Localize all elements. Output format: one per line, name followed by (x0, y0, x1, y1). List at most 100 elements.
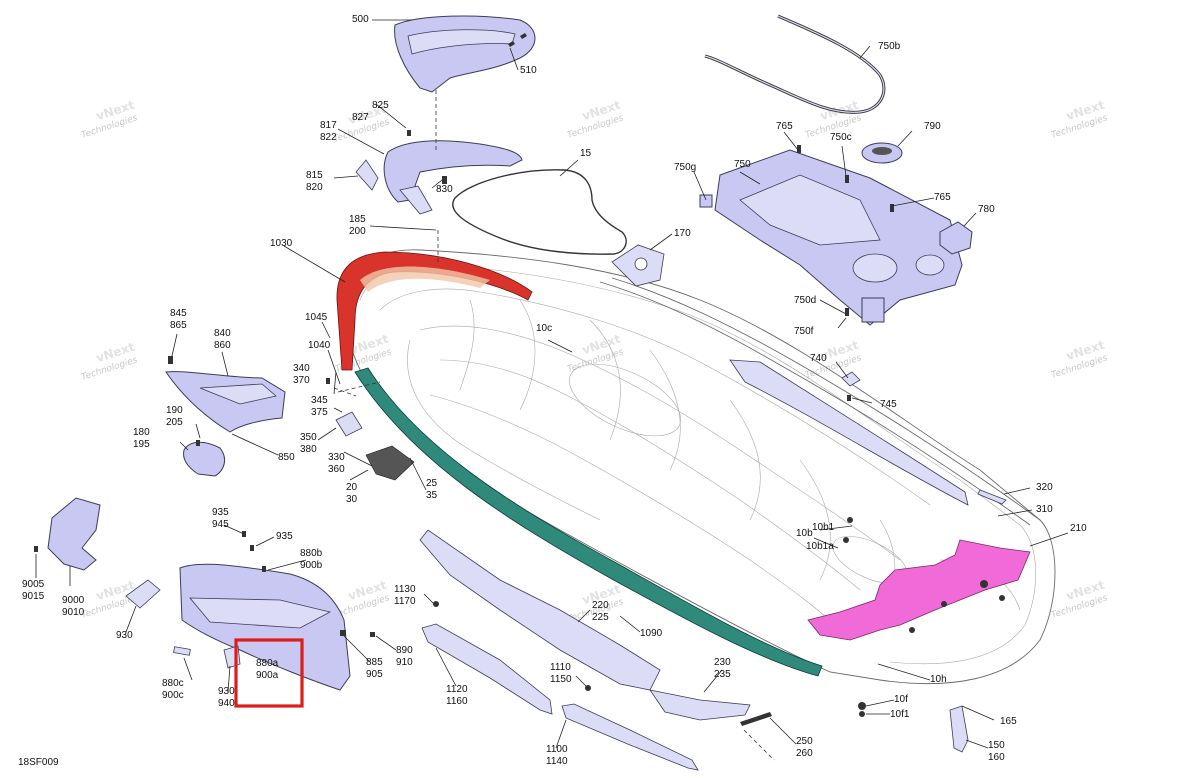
strake-1120 (421, 623, 553, 715)
part-label-165: 165 (1000, 716, 1017, 727)
side-panel-inner (199, 383, 277, 405)
part-label-1045: 1045 (305, 312, 328, 323)
part-label-20: 20 (346, 482, 358, 493)
part-label-370: 370 (293, 375, 310, 386)
part-label-880c: 880c (162, 678, 184, 689)
part-label-9000: 9000 (62, 595, 85, 606)
part-label-190: 190 (166, 405, 183, 416)
screw-icon (797, 145, 894, 401)
part-label-10b: 10b (796, 528, 813, 539)
part-label-375: 375 (311, 407, 328, 418)
part-label-750f: 750f (794, 326, 814, 337)
part-label-9005: 9005 (22, 579, 45, 590)
bracket-180 (183, 441, 226, 477)
rail-line (599, 281, 1031, 526)
bracket-330 (365, 445, 415, 481)
pad-230 (649, 689, 751, 721)
screw-icon (407, 130, 411, 136)
rail-line (611, 277, 1041, 521)
part-label-380: 380 (300, 444, 317, 455)
part-label-880b: 880b (300, 548, 323, 559)
part-label-880a: 880a (256, 658, 279, 669)
screw-icon (508, 41, 515, 47)
part-label-220: 220 (592, 600, 609, 611)
part-label-345: 345 (311, 395, 328, 406)
part-label-765b: 765 (934, 192, 951, 203)
part-label-930: 930 (116, 630, 133, 641)
part-label-205: 205 (166, 417, 183, 428)
part-label-745: 745 (880, 399, 897, 410)
part-label-10b1a: 10b1a (806, 541, 834, 552)
hose-750b (704, 14, 886, 114)
part-label-1160: 1160 (446, 696, 468, 707)
part-label-1110: 1110 (550, 662, 571, 673)
part-label-10b1: 10b1 (812, 522, 835, 533)
dash-bracket (399, 185, 433, 215)
part-label-850: 850 (278, 452, 295, 463)
part-label-9015: 9015 (22, 591, 45, 602)
side-panel-880 (179, 563, 351, 691)
part-label-865: 865 (170, 320, 187, 331)
part-label-750c: 750c (830, 132, 852, 143)
part-label-860: 860 (214, 340, 231, 351)
part-label-160: 160 (988, 752, 1005, 763)
part-label-935b: 935 (276, 531, 293, 542)
part-label-35: 35 (426, 490, 438, 501)
bracket-930b (223, 645, 241, 669)
small-trim-880c (173, 646, 191, 656)
tray-clip (699, 194, 713, 208)
part-label-500: 500 (352, 14, 369, 25)
part-label-25: 25 (426, 478, 438, 489)
handle-9000 (47, 497, 101, 571)
fin-150 (949, 705, 969, 753)
part-label-320: 320 (1036, 482, 1053, 493)
part-label-1130: 1130 (394, 584, 416, 595)
part-label-885: 885 (366, 657, 383, 668)
hose-highlight (704, 15, 885, 113)
glovebox-lid-500 (394, 15, 536, 93)
part-label-890: 890 (396, 645, 413, 656)
part-label-900b: 900b (300, 560, 323, 571)
part-label-310: 310 (1036, 504, 1053, 515)
part-label-750: 750 (734, 159, 751, 170)
side-rail-teal (354, 367, 823, 677)
part-label-260: 260 (796, 748, 813, 759)
part-label-815: 815 (306, 170, 323, 181)
dash-side-815 (355, 159, 379, 191)
part-label-817: 817 (320, 120, 337, 131)
part-label-180: 180 (133, 427, 150, 438)
bracket-930 (125, 579, 161, 609)
part-label-935: 935 (212, 507, 229, 518)
part-label-1040: 1040 (308, 340, 331, 351)
part-label-840: 840 (214, 328, 231, 339)
part-label-1120: 1120 (446, 684, 468, 695)
part-label-825: 825 (372, 100, 389, 111)
part-label-30: 30 (346, 494, 358, 505)
stern-panel-pink (807, 539, 1031, 641)
part-label-350: 350 (300, 432, 317, 443)
part-label-845: 845 (170, 308, 187, 319)
part-label-510: 510 (520, 65, 537, 76)
part-label-740: 740 (810, 353, 827, 364)
part-label-1170: 1170 (394, 596, 416, 607)
strip-250 (740, 712, 772, 726)
part-label-1140: 1140 (546, 756, 568, 767)
part-label-170: 170 (674, 228, 691, 239)
part-label-900a: 900a (256, 670, 279, 681)
part-label-750b: 750b (878, 41, 901, 52)
right-deck-rail (729, 359, 969, 506)
part-label-150: 150 (988, 740, 1005, 751)
part-labels: 500 510 825 827 817 822 815 820 830 15 1… (22, 14, 1087, 767)
part-label-340: 340 (293, 363, 310, 374)
hatch-gasket-15 (452, 169, 627, 255)
part-label-15: 15 (580, 148, 592, 159)
part-label-235: 235 (714, 669, 731, 680)
figure-id: 18SF009 (18, 757, 59, 768)
part-label-195: 195 (133, 439, 150, 450)
tray-inner (739, 174, 881, 246)
part-label-945: 945 (212, 519, 229, 530)
strip-320 (977, 489, 1007, 505)
part-label-750d: 750d (794, 295, 816, 306)
highlight-box (234, 638, 304, 708)
